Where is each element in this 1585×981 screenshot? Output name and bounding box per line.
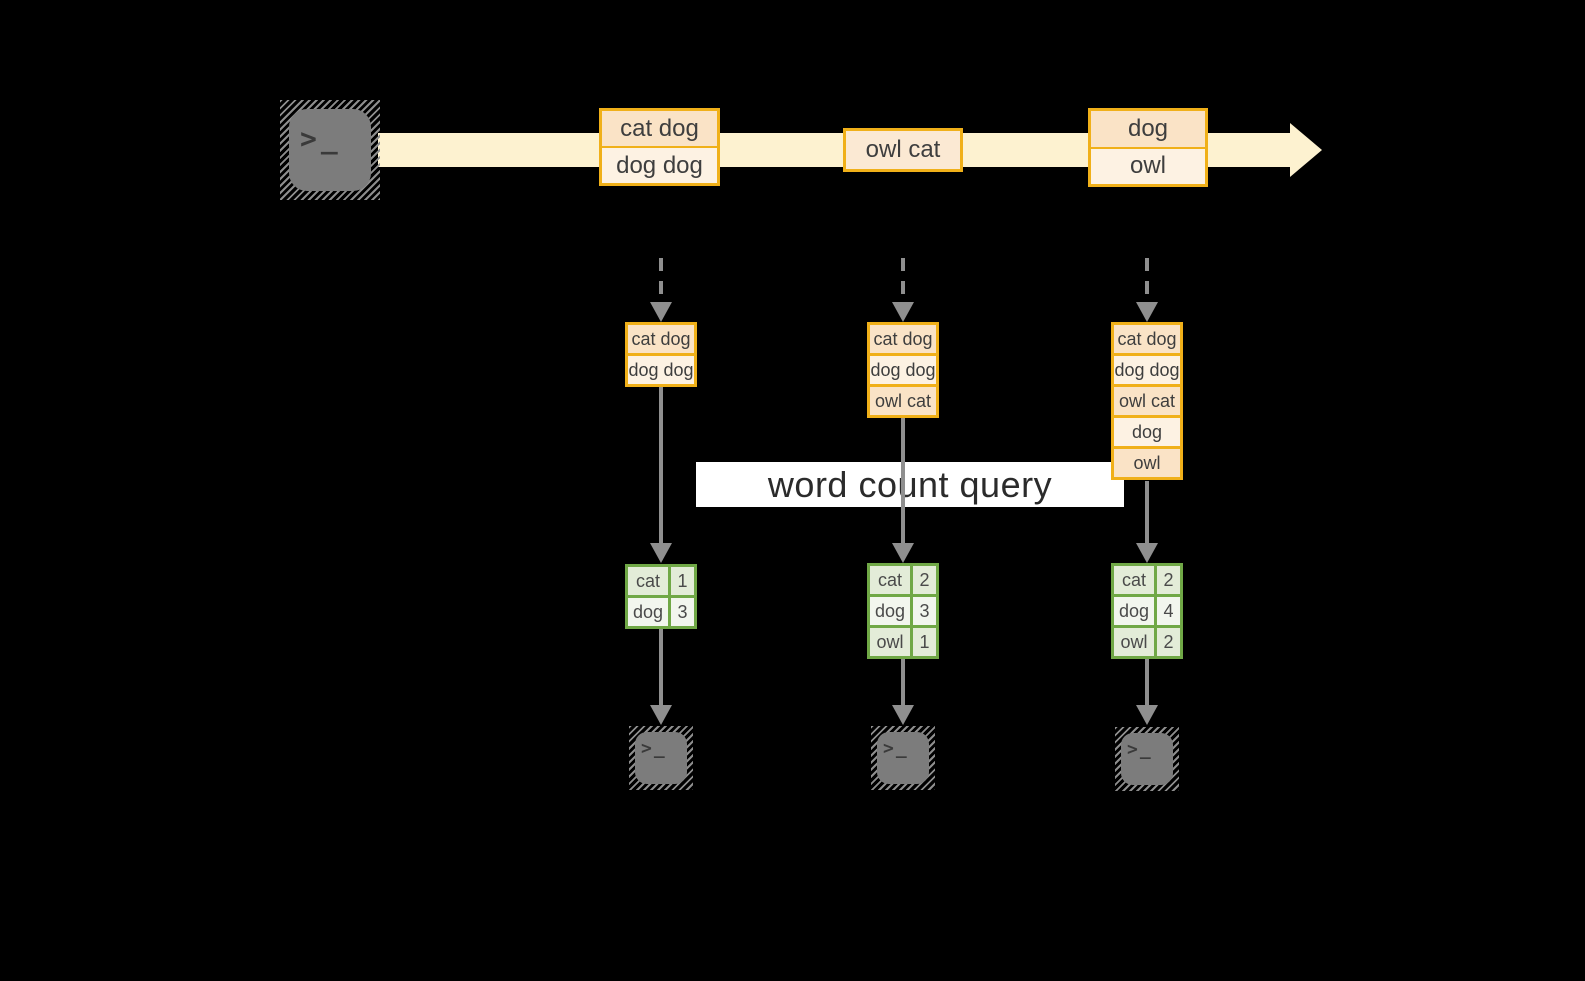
record-cell: dog (1091, 111, 1205, 147)
table-row: dog 4 (1114, 597, 1180, 625)
terminal-prompt-glyph: >_ (883, 738, 909, 759)
word-count-query-banner: word count query (696, 462, 1124, 507)
stack-row: owl (1114, 449, 1180, 477)
terminal-icon-body (635, 732, 687, 784)
arrow-line (1145, 659, 1149, 707)
accumulated-records-stack: cat dog dog dog (625, 322, 697, 387)
stack-row: cat dog (1114, 325, 1180, 353)
arrow-line (659, 629, 663, 707)
arrow-line (901, 659, 905, 707)
word-cell: dog (628, 598, 668, 626)
record-cell: owl cat (846, 131, 960, 169)
arrow-head-icon (650, 543, 672, 563)
terminal-icon-body (289, 109, 371, 191)
table-row: cat 2 (870, 566, 936, 594)
count-cell: 3 (913, 597, 936, 625)
arrow-line (659, 386, 663, 544)
word-count-table: cat 2 dog 3 owl 1 (867, 563, 939, 659)
count-cell: 2 (1157, 628, 1180, 656)
word-count-table: cat 1 dog 3 (625, 564, 697, 629)
stack-row: dog dog (628, 356, 694, 384)
stack-row: owl cat (870, 387, 936, 415)
banner-label: word count query (767, 463, 1053, 505)
word-count-table: cat 2 dog 4 owl 2 (1111, 563, 1183, 659)
stack-row: dog dog (870, 356, 936, 384)
terminal-icon-body (877, 732, 929, 784)
table-row: dog 3 (628, 598, 694, 626)
arrow-head-icon (892, 302, 914, 322)
accumulated-records-stack: cat dog dog dog owl cat (867, 322, 939, 418)
stack-row: cat dog (628, 325, 694, 353)
terminal-icon: >_ (629, 726, 693, 790)
arrow-line (1145, 481, 1149, 544)
terminal-icon-body (1121, 733, 1173, 785)
terminal-prompt-glyph: >_ (300, 122, 342, 155)
stack-row: dog (1114, 418, 1180, 446)
arrow-head-icon (892, 543, 914, 563)
record-cell: owl (1091, 148, 1205, 184)
record-cell: dog dog (602, 148, 717, 183)
terminal-icon: >_ (1115, 727, 1179, 791)
table-row: cat 2 (1114, 566, 1180, 594)
accumulated-records-stack: cat dog dog dog owl cat dog owl (1111, 322, 1183, 480)
stream-arrow-head-icon (1290, 123, 1322, 177)
word-cell: owl (1114, 628, 1154, 656)
terminal-icon: >_ (871, 726, 935, 790)
arrow-head-icon (1136, 705, 1158, 725)
dashed-arrow-line (901, 258, 905, 304)
word-cell: owl (870, 628, 910, 656)
arrow-head-icon (650, 302, 672, 322)
stream-record-box: cat dog dog dog (599, 108, 720, 186)
table-row: cat 1 (628, 567, 694, 595)
stack-row: cat dog (870, 325, 936, 353)
arrow-line (901, 415, 905, 544)
terminal-icon: >_ (280, 100, 380, 200)
table-row: owl 1 (870, 628, 936, 656)
stream-record-box: dog owl (1088, 108, 1208, 187)
word-cell: cat (1114, 566, 1154, 594)
dashed-arrow-line (659, 258, 663, 304)
arrow-head-icon (1136, 543, 1158, 563)
word-cell: dog (870, 597, 910, 625)
word-cell: cat (628, 567, 668, 595)
terminal-prompt-glyph: >_ (1127, 739, 1153, 760)
count-cell: 2 (913, 566, 936, 594)
count-cell: 4 (1157, 597, 1180, 625)
table-row: owl 2 (1114, 628, 1180, 656)
arrow-head-icon (650, 705, 672, 725)
arrow-head-icon (892, 705, 914, 725)
word-cell: dog (1114, 597, 1154, 625)
stream-record-box: owl cat (843, 128, 963, 172)
record-cell: cat dog (602, 111, 717, 146)
stack-row: owl cat (1114, 387, 1180, 415)
count-cell: 2 (1157, 566, 1180, 594)
stack-row: dog dog (1114, 356, 1180, 384)
count-cell: 3 (671, 598, 694, 626)
word-cell: cat (870, 566, 910, 594)
count-cell: 1 (671, 567, 694, 595)
count-cell: 1 (913, 628, 936, 656)
terminal-prompt-glyph: >_ (641, 738, 667, 759)
dashed-arrow-line (1145, 258, 1149, 304)
table-row: dog 3 (870, 597, 936, 625)
arrow-head-icon (1136, 302, 1158, 322)
